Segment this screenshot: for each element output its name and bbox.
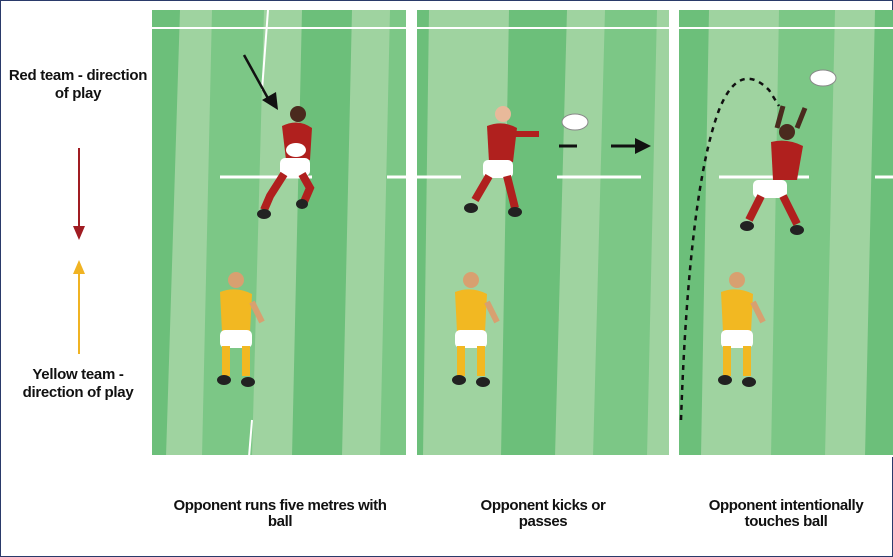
yellow-direction-arrow (71, 258, 87, 354)
ball-icon (810, 70, 836, 86)
red-direction-arrow (71, 148, 87, 244)
caption-panel-3: Opponent intentionally touches ball (686, 498, 886, 530)
ball-icon (562, 114, 588, 130)
caption-panel-2: Opponent kicks or passes (468, 498, 618, 530)
panel-kicks (417, 10, 669, 457)
caption-panel-1: Opponent runs five metres with ball (160, 498, 400, 530)
pitch-panel-1 (152, 10, 406, 457)
red-team-label: Red team - direction of play (8, 67, 148, 103)
panel-touches (679, 10, 893, 457)
yellow-team-label: Yellow team - direction of play (8, 366, 148, 402)
pitch-panel-2 (417, 10, 669, 457)
pitch-panel-3 (679, 10, 893, 457)
panel-runs (152, 10, 406, 457)
